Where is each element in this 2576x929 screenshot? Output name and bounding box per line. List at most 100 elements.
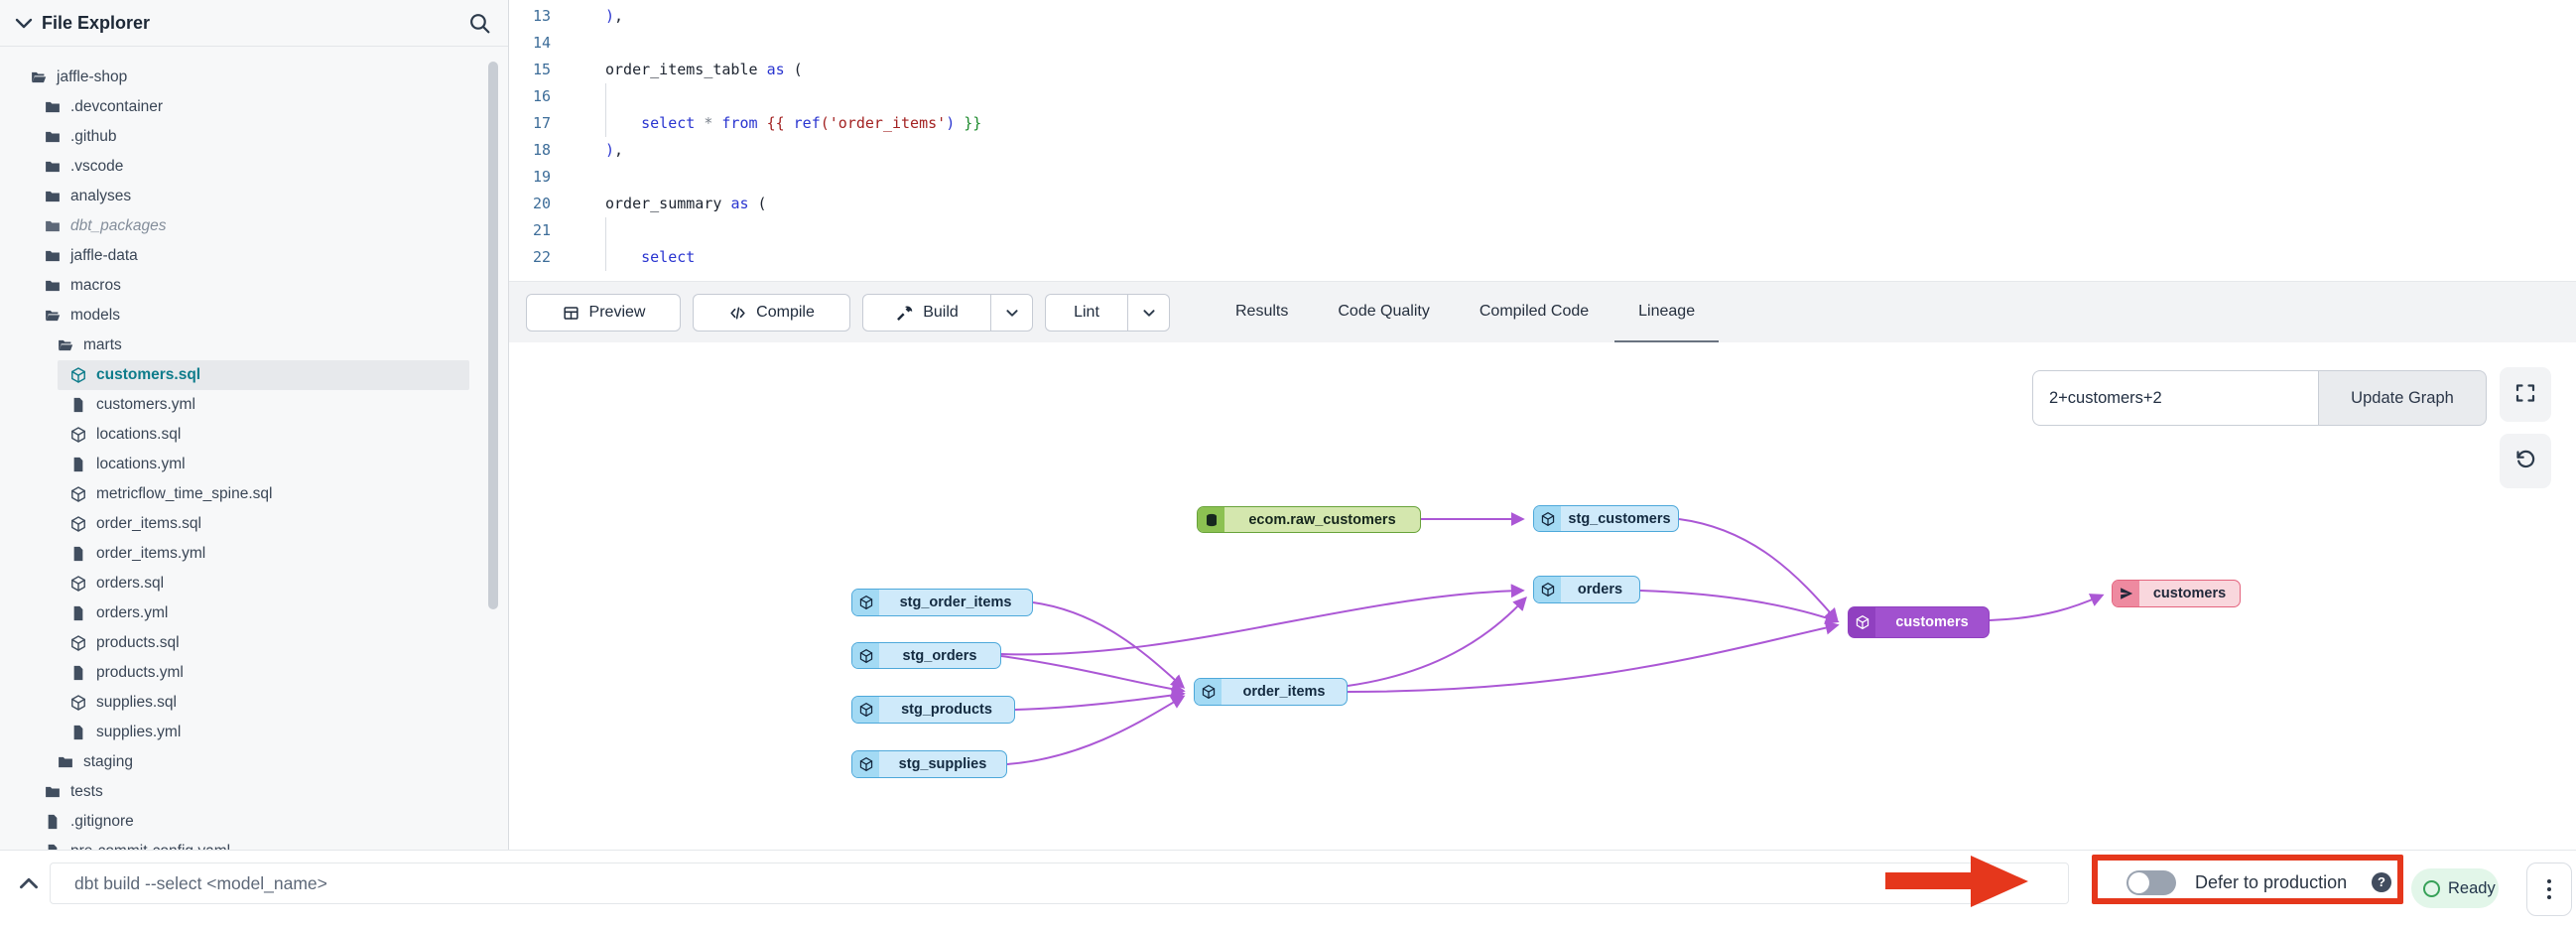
code-line[interactable]: 17 select * from {{ ref('order_items') }…	[509, 110, 2576, 137]
file-name: .devcontainer	[70, 98, 163, 116]
file-tree-item[interactable]: products.sql	[0, 628, 508, 658]
file-tree-item[interactable]: .vscode	[0, 152, 508, 182]
file-tree-item[interactable]: staging	[0, 747, 508, 777]
file-name: customers.sql	[96, 366, 200, 384]
lineage-node-stg_supplies[interactable]: stg_supplies	[851, 750, 1007, 778]
file-tree-item[interactable]: tests	[0, 777, 508, 807]
file-name: supplies.sql	[96, 694, 177, 712]
edge-orders-to-customers	[1640, 591, 1837, 621]
build-dropdown[interactable]	[990, 295, 1032, 331]
code-line[interactable]: 13),	[509, 3, 2576, 30]
file-tree-item[interactable]: orders.sql	[0, 569, 508, 598]
preview-button[interactable]: Preview	[526, 294, 681, 332]
file-tree-item[interactable]: customers.yml	[0, 390, 508, 420]
file-tree-item[interactable]: jaffle-data	[0, 241, 508, 271]
lineage-node-order_items[interactable]: order_items	[1194, 678, 1348, 706]
file-tree-item[interactable]: .gitignore	[0, 807, 508, 837]
command-input[interactable]: dbt build --select <model_name>	[50, 863, 2069, 904]
file-tree-item[interactable]: macros	[0, 271, 508, 301]
file-tree-item[interactable]: locations.sql	[0, 420, 508, 450]
file-tree-item[interactable]: marts	[0, 331, 508, 360]
lineage-node-stg_customers[interactable]: stg_customers	[1533, 505, 1679, 532]
tab-compiled-code[interactable]: Compiled Code	[1456, 282, 1612, 343]
lint-dropdown[interactable]	[1127, 295, 1169, 331]
file-tree-item[interactable]: supplies.sql	[0, 688, 508, 718]
tab-results[interactable]: Results	[1212, 282, 1312, 343]
fullscreen-button[interactable]	[2500, 367, 2551, 422]
model-icon	[69, 694, 87, 712]
code-line[interactable]: 18),	[509, 137, 2576, 164]
lineage-selector-input[interactable]	[2032, 370, 2318, 426]
file-icon	[69, 545, 87, 563]
edge-customers-to-customers-exposure	[1990, 596, 2102, 620]
code-line[interactable]: 21	[509, 217, 2576, 244]
node-label: stg_orders	[879, 643, 1000, 668]
node-label: stg_order_items	[879, 590, 1032, 615]
code-line[interactable]: 16	[509, 83, 2576, 110]
folder-icon	[44, 98, 62, 116]
help-icon[interactable]: ?	[2372, 872, 2391, 892]
lineage-node-orders[interactable]: orders	[1533, 576, 1640, 603]
edge-stg_orders-to-order_items	[1001, 656, 1183, 691]
folder-icon	[44, 128, 62, 146]
code-text: select	[605, 244, 695, 271]
file-tree-item[interactable]: locations.yml	[0, 450, 508, 479]
file-icon	[44, 843, 62, 850]
chevron-down-icon	[1138, 302, 1160, 324]
lineage-node-customers-exposure[interactable]: customers	[2112, 580, 2241, 607]
defer-to-production-toggle[interactable]	[2126, 870, 2176, 895]
seed-icon	[1198, 507, 1224, 532]
file-tree-item[interactable]: metricflow_time_spine.sql	[0, 479, 508, 509]
lineage-node-ecom.raw_customers[interactable]: ecom.raw_customers	[1197, 506, 1421, 533]
compile-button[interactable]: Compile	[693, 294, 850, 332]
overflow-menu-button[interactable]	[2526, 863, 2572, 916]
file-tree-item[interactable]: supplies.yml	[0, 718, 508, 747]
file-icon	[44, 813, 62, 831]
reset-view-button[interactable]	[2500, 434, 2551, 488]
file-tree-item[interactable]: .github	[0, 122, 508, 152]
edge-order_items-to-orders	[1348, 598, 1525, 686]
file-tree-item[interactable]: products.yml	[0, 658, 508, 688]
file-name: marts	[83, 336, 122, 354]
model-icon	[69, 634, 87, 652]
code-line[interactable]: 19	[509, 164, 2576, 191]
code-line[interactable]: 22 select	[509, 244, 2576, 271]
file-tree-item[interactable]: analyses	[0, 182, 508, 211]
file-tree-item[interactable]: .devcontainer	[0, 92, 508, 122]
file-tree-item[interactable]: jaffle-shop	[0, 63, 508, 92]
file-tree-item[interactable]: customers.sql	[58, 360, 469, 390]
edge-stg_orders-to-orders	[1001, 591, 1522, 654]
lineage-node-stg_orders[interactable]: stg_orders	[851, 642, 1001, 669]
code-line[interactable]: 14	[509, 30, 2576, 57]
lineage-node-customers[interactable]: customers	[1848, 606, 1990, 638]
folder-icon	[44, 277, 62, 295]
dbt-ide-window: File Explorer jaffle-shop.devcontainer.g…	[0, 0, 2576, 907]
tab-lineage[interactable]: Lineage	[1614, 282, 1719, 343]
tab-code-quality[interactable]: Code Quality	[1314, 282, 1454, 343]
lineage-node-stg_products[interactable]: stg_products	[851, 696, 1015, 724]
file-icon	[69, 396, 87, 414]
build-button[interactable]: Build	[862, 294, 1033, 332]
file-name: dbt_packages	[70, 217, 167, 235]
chevron-up-icon[interactable]	[16, 870, 42, 896]
model-icon	[69, 575, 87, 593]
file-tree-item[interactable]: order_items.yml	[0, 539, 508, 569]
chevron-down-icon[interactable]	[12, 11, 36, 35]
file-tree-item[interactable]: order_items.sql	[0, 509, 508, 539]
file-tree-item[interactable]: pre-commit-config.yaml	[0, 837, 508, 850]
search-icon[interactable]	[467, 11, 492, 36]
lint-button[interactable]: Lint	[1045, 294, 1170, 332]
fullscreen-icon	[2513, 381, 2537, 408]
line-number: 19	[509, 164, 551, 191]
lineage-node-stg_order_items[interactable]: stg_order_items	[851, 589, 1033, 616]
file-name: order_items.yml	[96, 545, 205, 563]
sidebar-scrollbar[interactable]	[488, 62, 498, 609]
update-graph-button[interactable]: Update Graph	[2318, 370, 2487, 426]
file-tree-item[interactable]: dbt_packages	[0, 211, 508, 241]
file-tree-item[interactable]: orders.yml	[0, 598, 508, 628]
file-tree-item[interactable]: models	[0, 301, 508, 331]
